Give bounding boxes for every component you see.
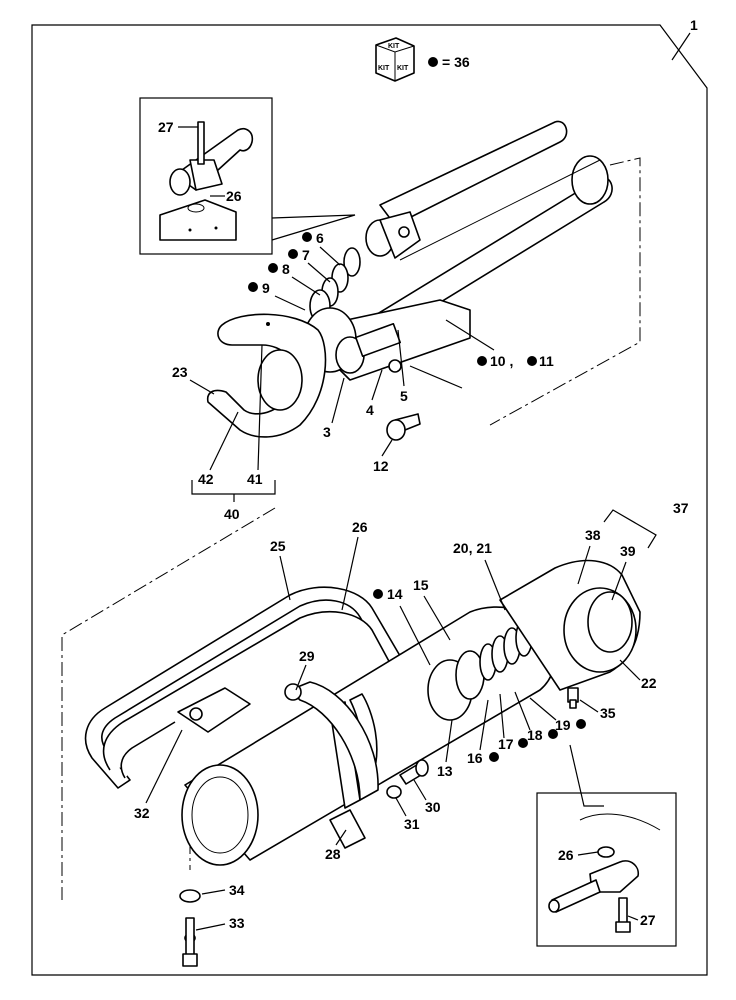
rod-boundary-line — [489, 157, 641, 426]
cylinder-head — [299, 299, 471, 381]
callout-35: 35 — [600, 705, 616, 721]
callout-27-top: 27 — [158, 119, 174, 135]
callout-37: 37 — [673, 500, 689, 516]
rod-eye — [206, 313, 327, 438]
rod-clamp — [365, 211, 421, 259]
callout-15: 15 — [413, 577, 429, 593]
piston — [427, 619, 533, 721]
bracket-37 — [603, 509, 657, 549]
svg-text:KIT: KIT — [397, 65, 409, 72]
bolt-33 — [179, 889, 201, 967]
figure-leader — [671, 32, 691, 61]
callout-20-21: 20, 21 — [453, 540, 492, 556]
callout-5: 5 — [400, 388, 408, 404]
grease-nipple-35 — [567, 687, 579, 709]
callout-4: 4 — [366, 402, 374, 418]
bracket-32 — [177, 687, 251, 733]
callout-28: 28 — [325, 846, 341, 862]
callout-34: 34 — [229, 882, 245, 898]
callout-42: 42 — [198, 471, 214, 487]
callout-25: 25 — [270, 538, 286, 554]
callout-29: 29 — [299, 648, 315, 664]
bolt-12 — [386, 413, 421, 441]
inset-box-bottom — [536, 792, 677, 947]
callout-3: 3 — [323, 424, 331, 440]
callout-6: 6 — [316, 230, 324, 246]
callout-30: 30 — [425, 799, 441, 815]
callout-40: 40 — [224, 506, 240, 522]
hydraulic-pipes — [84, 586, 421, 789]
callout-16: 16 — [467, 750, 483, 766]
callout-27-bottom: 27 — [640, 912, 656, 928]
tube-trunnion — [499, 559, 641, 691]
svg-text:KIT: KIT — [378, 65, 390, 72]
callout-39: 39 — [620, 543, 636, 559]
callout-26-top: 26 — [226, 188, 242, 204]
callout-9: 9 — [262, 280, 270, 296]
callout-22: 22 — [641, 675, 657, 691]
kit-dot-icon — [428, 57, 438, 67]
kit-equals-label: = 36 — [442, 54, 470, 70]
callout-12: 12 — [373, 458, 389, 474]
callout-17: 17 — [498, 736, 514, 752]
callout-18: 18 — [527, 727, 543, 743]
inset-box-top — [139, 97, 273, 255]
callout-26-bottom: 26 — [558, 847, 574, 863]
callout-13: 13 — [437, 763, 453, 779]
callout-41: 41 — [247, 471, 263, 487]
kit-icon: KIT KIT KIT — [375, 37, 415, 82]
tube-boundary-line — [61, 507, 276, 900]
inset-callout-top — [271, 214, 356, 241]
callout-31: 31 — [404, 816, 420, 832]
callout-14: 14 — [387, 586, 403, 602]
diagram-frame — [31, 24, 708, 976]
inset-bottom-content — [548, 813, 661, 933]
callout-8: 8 — [282, 261, 290, 277]
callout-11: 11 — [539, 353, 554, 369]
callout-7: 7 — [302, 247, 310, 263]
callout-19: 19 — [555, 717, 571, 733]
callout-32: 32 — [134, 805, 150, 821]
callout-26: 26 — [352, 519, 368, 535]
inset-top-content — [159, 121, 254, 241]
inset-callout-bottom — [569, 744, 604, 807]
callout-23: 23 — [172, 364, 188, 380]
callout-38: 38 — [585, 527, 601, 543]
svg-text:KIT: KIT — [388, 43, 400, 50]
callout-10: 10 , — [490, 353, 513, 369]
bolt-30 — [386, 759, 429, 799]
callout-33: 33 — [229, 915, 245, 931]
figure-number: 1 — [690, 17, 698, 33]
